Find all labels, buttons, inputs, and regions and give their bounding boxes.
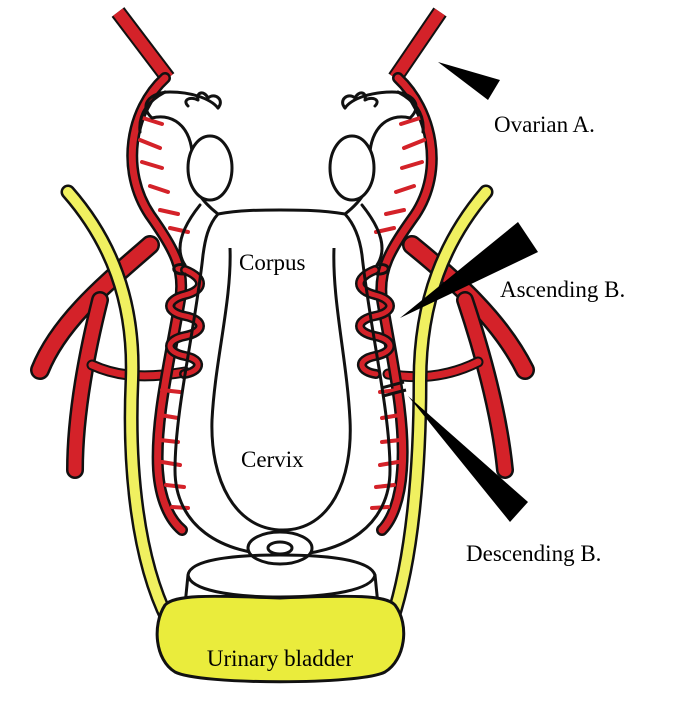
pointer-ovarian: [438, 62, 500, 100]
label-ovarian-artery: Ovarian A.: [494, 112, 595, 137]
label-descending-branch: Descending B.: [466, 541, 601, 566]
label-ascending-branch: Ascending B.: [500, 277, 625, 302]
label-cervix: Cervix: [241, 447, 304, 472]
label-corpus: Corpus: [239, 250, 306, 275]
label-urinary-bladder: Urinary bladder: [207, 646, 354, 671]
cervix-os: [248, 532, 312, 564]
ovarian-artery-right: [395, 12, 440, 78]
ovarian-artery-left: [118, 12, 168, 78]
